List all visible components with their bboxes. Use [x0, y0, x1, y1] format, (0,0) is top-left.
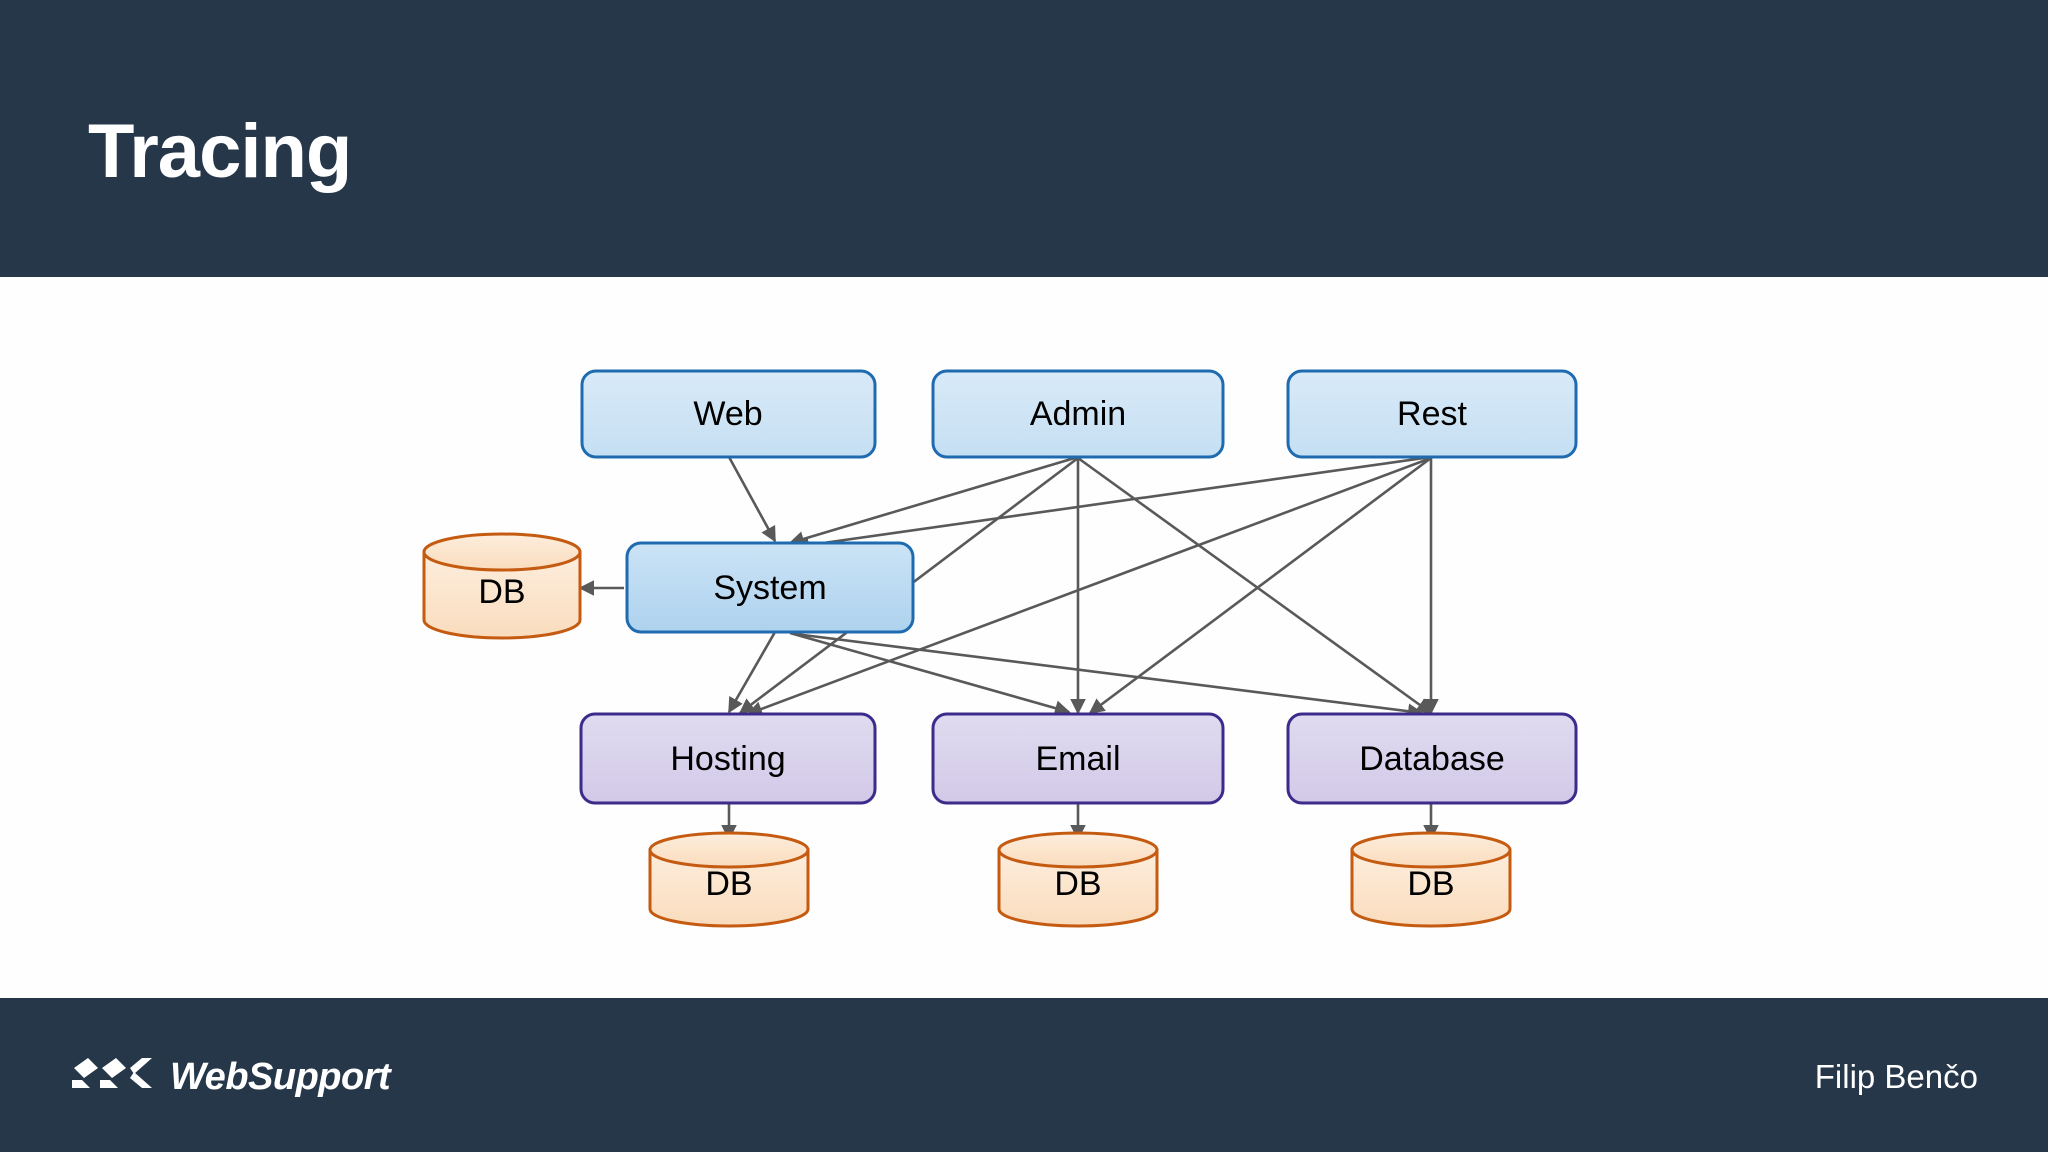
node-email[interactable]: Email [931, 712, 1225, 805]
node-system-shape[interactable] [625, 541, 915, 634]
node-email-shape[interactable] [931, 712, 1225, 805]
node-hosting-shape[interactable] [579, 712, 877, 805]
edge-system-email [789, 631, 1071, 716]
node-admin-label: Admin [1030, 395, 1126, 433]
brand-name: WebSupport [170, 1055, 391, 1098]
node-web[interactable]: Web [580, 369, 877, 459]
node-system[interactable]: System [625, 541, 915, 634]
edge-web-system [727, 456, 777, 543]
edge-rest-hosting [746, 456, 1432, 717]
node-rest-label: Rest [1397, 395, 1467, 433]
edge-rest-system [793, 455, 1432, 553]
edge-system-hosting [727, 631, 777, 714]
edge-admin-system [788, 455, 1079, 547]
websupport-logo-icon [68, 1054, 156, 1099]
page-title: Tracing [88, 109, 352, 194]
node-hosting-label: Hosting [670, 740, 785, 778]
node-system-db[interactable]: DB [422, 532, 582, 640]
node-admin-shape[interactable] [931, 369, 1225, 459]
edge-layer [578, 455, 1439, 841]
edge-admin-database [1077, 456, 1433, 715]
node-web-label: Web [693, 395, 762, 433]
node-system-db-top [422, 532, 582, 572]
node-database-label: Database [1359, 740, 1505, 778]
node-hosting-db-body[interactable] [648, 848, 810, 928]
slide-footer: WebSupport Filip Benčo [0, 998, 2048, 1152]
node-admin[interactable]: Admin [931, 369, 1225, 459]
node-hosting[interactable]: Hosting [579, 712, 877, 805]
node-hosting-db[interactable]: DB [648, 831, 810, 928]
edge-rest-email [1088, 456, 1432, 715]
slide-content: Web Admin Rest System DB [0, 277, 2048, 998]
edge-system-database [794, 632, 1424, 719]
brand-lockup: WebSupport [68, 1054, 391, 1099]
presenter-name: Filip Benčo [1814, 1058, 1978, 1095]
node-rest[interactable]: Rest [1286, 369, 1578, 459]
node-database-db-body[interactable] [1350, 848, 1512, 928]
node-hosting-db-top [648, 831, 810, 869]
node-rest-shape[interactable] [1286, 369, 1578, 459]
node-email-db-label: DB [1054, 865, 1101, 903]
node-email-label: Email [1035, 740, 1120, 778]
node-database[interactable]: Database [1286, 712, 1578, 805]
node-database-db-top [1350, 831, 1512, 869]
node-email-db-top [997, 831, 1159, 869]
node-email-db-body[interactable] [997, 848, 1159, 928]
node-database-db[interactable]: DB [1350, 831, 1512, 928]
node-database-shape[interactable] [1286, 712, 1578, 805]
node-web-shape[interactable] [580, 369, 877, 459]
node-hosting-db-label: DB [705, 865, 752, 903]
architecture-diagram: Web Admin Rest System DB [0, 277, 2048, 998]
slide-header: Tracing [0, 0, 2048, 277]
node-database-db-label: DB [1407, 865, 1454, 903]
node-system-db-label: DB [478, 573, 525, 611]
node-system-label: System [713, 569, 826, 607]
node-email-db[interactable]: DB [997, 831, 1159, 928]
node-system-db-body[interactable] [422, 550, 582, 640]
